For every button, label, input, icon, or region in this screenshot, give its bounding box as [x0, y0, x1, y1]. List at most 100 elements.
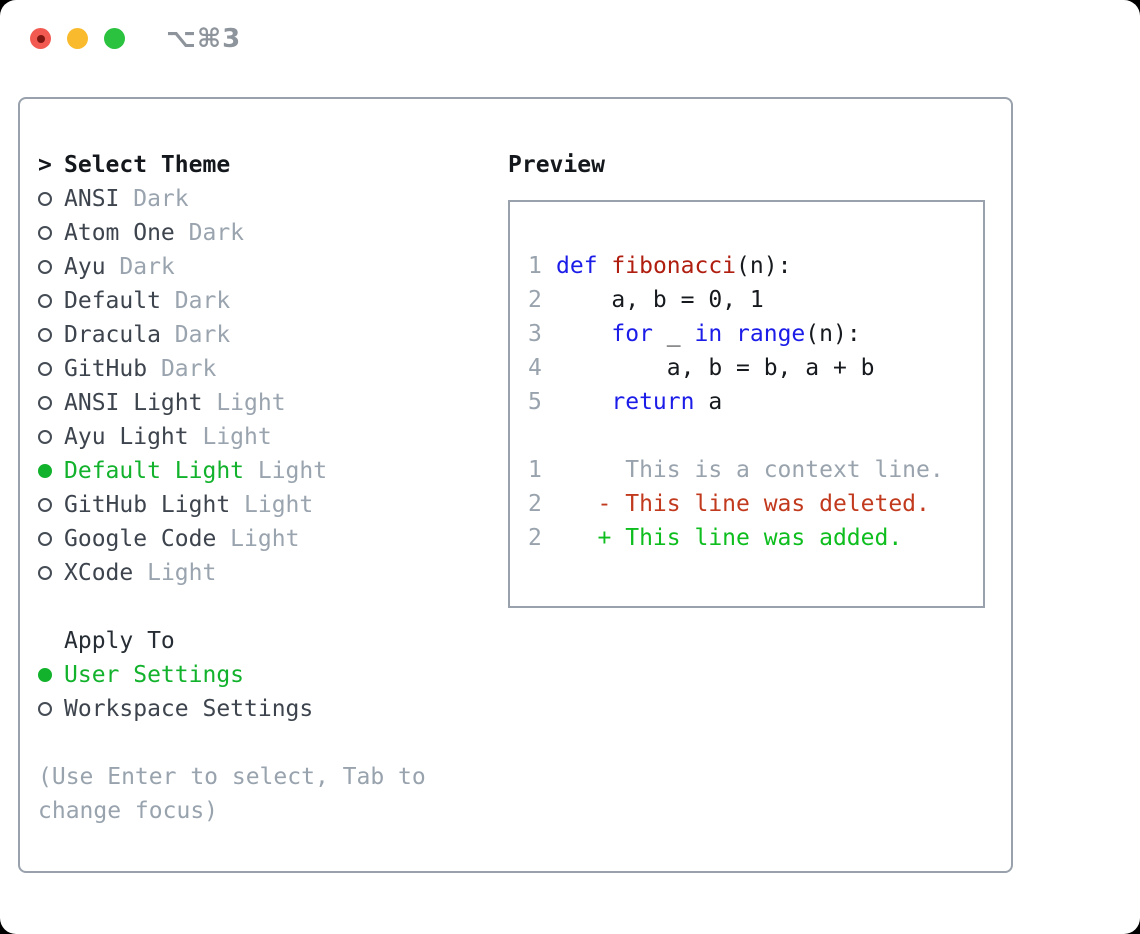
option-variant: Dark	[160, 322, 231, 348]
radio-icon	[38, 454, 64, 488]
radio-unselected-icon	[38, 260, 52, 274]
option-label: Google Code Light	[64, 522, 299, 556]
radio-icon	[38, 658, 64, 692]
diff-text: This is a context line.	[556, 457, 944, 483]
option-name: GitHub Light	[64, 492, 231, 518]
spacer	[38, 590, 426, 624]
radio-unselected-icon	[38, 430, 52, 444]
header-indent	[38, 624, 64, 658]
preview-line: 3 for _ in range(n):	[528, 317, 973, 351]
diff-text: - This line was deleted.	[556, 491, 930, 517]
preview-line: 1 This is a context line.	[528, 453, 973, 487]
option-name: ANSI Light	[64, 390, 203, 416]
line-number: 2	[528, 525, 542, 551]
option-variant: Light	[188, 424, 272, 450]
option-name: Default Light	[64, 458, 245, 484]
option-name: Atom One	[64, 220, 175, 246]
option-label: Atom One Dark	[64, 216, 244, 250]
line-number: 2	[528, 287, 542, 313]
radio-icon	[38, 352, 64, 386]
code-token: return	[611, 389, 695, 415]
radio-unselected-icon	[38, 702, 52, 716]
code-token	[598, 249, 612, 283]
option-github-light[interactable]: GitHub Light Light	[38, 488, 426, 522]
option-label: ANSI Dark	[64, 182, 189, 216]
line-number: 1	[528, 457, 542, 483]
code-token: _	[652, 321, 695, 347]
line-number: 3	[528, 321, 542, 347]
option-variant: Light	[202, 390, 286, 416]
option-name: Default	[64, 288, 161, 314]
radio-unselected-icon	[38, 192, 52, 206]
option-name: XCode	[64, 560, 134, 586]
option-label: ANSI Light Light	[64, 386, 286, 420]
option-ansi-light[interactable]: ANSI Light Light	[38, 386, 426, 420]
option-name: Ayu	[64, 254, 106, 280]
prompt-caret: >	[38, 152, 52, 178]
option-label: GitHub Dark	[64, 352, 216, 386]
option-ayu-light[interactable]: Ayu Light Light	[38, 420, 426, 454]
radio-icon	[38, 250, 64, 284]
option-label: Ayu Dark	[64, 250, 175, 284]
preview-line: 2 + This line was added.	[528, 521, 973, 555]
option-default-light[interactable]: Default Light Light	[38, 454, 426, 488]
zoom-button-icon[interactable]	[104, 28, 125, 49]
code-token	[556, 317, 611, 351]
option-variant: Dark	[105, 254, 175, 280]
preview-title: Preview	[508, 152, 605, 178]
code-token: fibonacci	[611, 253, 737, 279]
option-name: Google Code	[64, 526, 217, 552]
option-variant: Light	[133, 560, 217, 586]
option-name: GitHub	[64, 356, 148, 382]
radio-unselected-icon	[38, 396, 52, 410]
radio-icon	[38, 522, 64, 556]
code-token: a	[694, 389, 723, 415]
option-label: Ayu Light Light	[64, 420, 272, 454]
radio-icon	[38, 420, 64, 454]
title-bar: ⌥⌘3	[0, 0, 1140, 78]
preview-line: 5 return a	[528, 385, 973, 419]
minimize-button-icon[interactable]	[67, 28, 88, 49]
option-variant: Dark	[119, 186, 189, 212]
preview-line: 2 a, b = 0, 1	[528, 283, 973, 317]
option-label: XCode Light	[64, 556, 216, 590]
code-token	[722, 317, 736, 351]
option-label: Default Light Light	[64, 454, 327, 488]
option-github[interactable]: GitHub Dark	[38, 352, 426, 386]
option-label: GitHub Light Light	[64, 488, 313, 522]
option-ansi[interactable]: ANSI Dark	[38, 182, 426, 216]
blank-line	[528, 419, 973, 453]
radio-unselected-icon	[38, 566, 52, 580]
option-user-settings[interactable]: User Settings	[38, 658, 426, 692]
option-ayu[interactable]: Ayu Dark	[38, 250, 426, 284]
radio-unselected-icon	[38, 498, 52, 512]
apply-to-title: Apply To	[64, 628, 175, 654]
code-token: a, b = 0, 1	[556, 287, 764, 313]
radio-icon	[38, 692, 64, 726]
radio-icon	[38, 318, 64, 352]
option-label: User Settings	[64, 658, 244, 692]
radio-selected-icon	[38, 668, 52, 682]
close-button-icon[interactable]	[30, 28, 51, 49]
code-token: a, b = b, a + b	[556, 355, 875, 381]
option-default[interactable]: Default Dark	[38, 284, 426, 318]
option-xcode[interactable]: XCode Light	[38, 556, 426, 590]
radio-icon	[38, 386, 64, 420]
spacer	[38, 726, 426, 760]
preview-line: 2 - This line was deleted.	[528, 487, 973, 521]
select-theme-title: Select Theme	[64, 152, 231, 178]
code-token: range	[736, 321, 806, 347]
option-atom-one[interactable]: Atom One Dark	[38, 216, 426, 250]
diff-text: + This line was added.	[556, 525, 903, 551]
option-google-code[interactable]: Google Code Light	[38, 522, 426, 556]
code-token: for	[611, 321, 653, 347]
apply-to-header: Apply To	[38, 624, 426, 658]
option-workspace-settings[interactable]: Workspace Settings	[38, 692, 426, 726]
option-dracula[interactable]: Dracula Dark	[38, 318, 426, 352]
